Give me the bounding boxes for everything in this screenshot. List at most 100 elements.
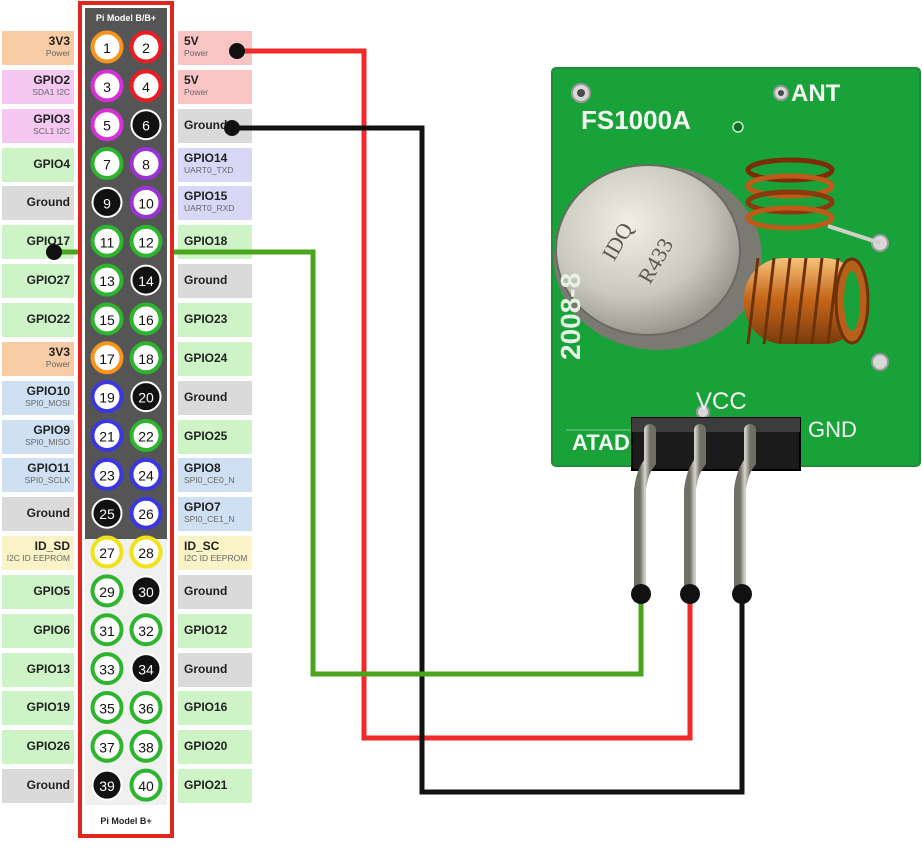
pin-23: 23	[90, 457, 124, 491]
right-pin-label: GPIO21	[178, 769, 252, 804]
mount-hole	[778, 90, 784, 96]
module-vcc-label: VCC	[696, 388, 747, 415]
pin-15: 15	[90, 302, 124, 336]
pin-10: 10	[129, 185, 163, 219]
small-coil	[745, 157, 881, 245]
pin-number: 21	[99, 429, 115, 445]
pin-number: 1	[103, 40, 111, 56]
pin-label-function: SPI0_MOSI	[25, 397, 70, 408]
module-data-label: ATAD	[572, 430, 630, 455]
pin-label-name: GPIO12	[184, 622, 228, 637]
pin-label-name: GPIO10	[26, 383, 70, 398]
right-pin-label: Ground	[178, 264, 252, 299]
pin-label-name: GPIO23	[184, 311, 228, 326]
right-pin-label: GPIO12	[178, 613, 252, 648]
pin-label-name: GPIO18	[184, 234, 228, 249]
pin-9: 9	[91, 186, 123, 218]
pin-number: 37	[99, 739, 115, 755]
pin-number: 30	[138, 584, 154, 600]
pin-number: 35	[99, 700, 115, 716]
wire-5v-to-vcc	[234, 48, 693, 741]
right-pin-label: Ground	[178, 380, 252, 415]
pin-label-name: Ground	[184, 583, 228, 598]
left-pin-label: GPIO4	[2, 147, 74, 182]
pin-27: 27	[90, 535, 124, 569]
pin-8: 8	[129, 147, 163, 181]
pin-32: 32	[129, 613, 163, 647]
module-model: FS1000A	[581, 105, 691, 135]
right-pin-label: Ground	[178, 574, 252, 609]
pin-label-function: SDA1 I2C	[32, 86, 70, 97]
pin-number: 10	[138, 195, 154, 211]
pin-label-name: GPIO20	[184, 739, 228, 754]
pin-label-name: Ground	[26, 195, 70, 210]
pin-label-function: UART0_RXD	[184, 203, 235, 214]
pin-number: 8	[142, 157, 150, 173]
pin-label-function: SPI0_CE0_N	[184, 475, 235, 486]
pin-number: 16	[138, 312, 154, 328]
pin-label-name: GPIO14	[184, 150, 228, 165]
pin-label-function: I2C ID EEPROM	[184, 553, 248, 564]
wire-gpio17-to-data	[51, 249, 644, 677]
antenna-coil	[744, 257, 870, 345]
pin-number: 19	[99, 390, 115, 406]
pin-number: 9	[103, 195, 111, 211]
pin-3: 3	[90, 69, 124, 103]
left-pin-label: Ground	[2, 497, 74, 532]
pin-number: 33	[99, 662, 115, 678]
pin-number: 11	[100, 234, 115, 250]
right-pin-label: GPIO24	[178, 341, 252, 376]
pin-number: 14	[138, 273, 154, 289]
pin-number: 4	[142, 79, 150, 95]
pin-28: 28	[129, 535, 163, 569]
pin-16: 16	[129, 302, 163, 336]
pin-number: 31	[99, 623, 115, 639]
pin-label-function: Power	[184, 86, 209, 97]
pin-label-function: SPI0_CE1_N	[184, 514, 235, 525]
pin-number: 27	[99, 545, 115, 561]
left-pin-label: GPIO5	[2, 574, 74, 609]
pin-label-name: Ground	[26, 506, 70, 521]
pin-number: 17	[99, 351, 115, 367]
pin-label-name: GPIO8	[184, 461, 221, 476]
pin-label-name: Ground	[184, 389, 228, 404]
pin-label-name: GPIO25	[184, 428, 228, 443]
pin-31: 31	[90, 613, 124, 647]
pin-number: 28	[138, 545, 154, 561]
pin-number: 38	[138, 739, 154, 755]
pin-38: 38	[129, 729, 163, 763]
pin-label-function: SCL1 I2C	[33, 125, 70, 136]
pin-number: 32	[138, 623, 154, 639]
pin-33: 33	[90, 652, 124, 686]
pin-number: 34	[138, 662, 154, 678]
pin-number: 36	[138, 700, 154, 716]
pin-label-name: GPIO13	[26, 661, 70, 676]
pin-number: 20	[138, 390, 154, 406]
left-pin-label: GPIO19	[2, 691, 74, 726]
pin-label-name: Ground	[26, 778, 70, 793]
pin-2: 2	[129, 30, 163, 64]
pin-label-name: GPIO3	[33, 111, 70, 126]
pin-label-name: Ground	[184, 117, 228, 132]
wire-ground-to-gnd	[229, 125, 745, 795]
pin-number: 26	[138, 506, 154, 522]
pin-label-function: Power	[45, 48, 70, 58]
pin-number: 2	[142, 40, 150, 56]
pin-label-name: ID_SC	[184, 539, 220, 554]
wire-endpoint-dot	[732, 584, 752, 604]
right-pin-label: GPIO16	[178, 691, 252, 726]
pin-number: 23	[99, 467, 115, 483]
pin-5: 5	[90, 108, 124, 142]
left-pin-label: GPIO6	[2, 613, 74, 648]
pin-7: 7	[90, 147, 124, 181]
pin-24: 24	[129, 457, 163, 491]
left-pin-label: GPIO13	[2, 652, 74, 687]
